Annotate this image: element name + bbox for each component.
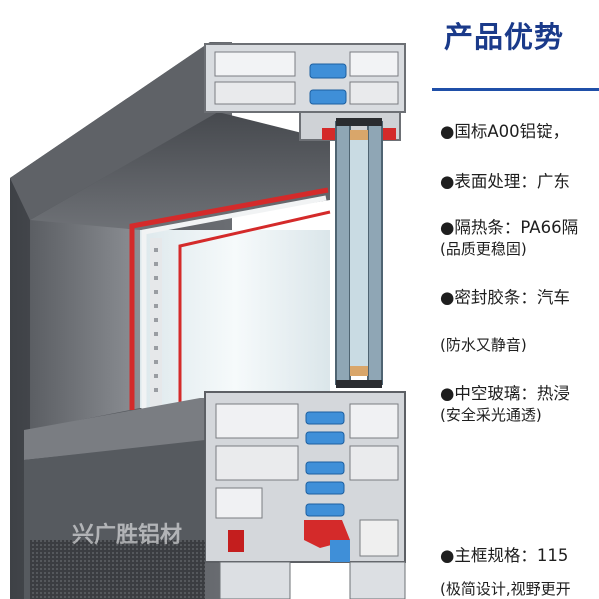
top-profile-section: [204, 43, 406, 141]
feature-aluminium-ingot: ●国标A00铝锭，: [440, 122, 570, 141]
feature-main-frame-note: (极简设计,视野更开: [440, 580, 571, 598]
sealing-strip-red-2: [178, 210, 331, 410]
screen-mesh: [30, 540, 205, 599]
feature-thermal-break-note: (品质更稳固): [440, 240, 527, 258]
feature-insulated-glass-note: (安全采光通透): [440, 406, 542, 424]
feature-thermal-break: ●隔热条：PA66隔: [440, 218, 579, 237]
section-title: 产品优势: [444, 20, 565, 54]
inner-glass-area: [140, 230, 330, 408]
feature-insulated-glass: ●中空玻璃：热浸: [440, 384, 570, 403]
insulated-glass-unit: [335, 118, 383, 388]
feature-main-frame: ●主框规格：115: [440, 546, 569, 565]
feature-sealing-strip: ●密封胶条：汽车: [440, 288, 570, 307]
reinforcement-strip: [150, 238, 162, 408]
feature-panel: 产品优势 ●国标A00铝锭， ●表面处理：广东 ●隔热条：PA66隔 (品质更稳…: [428, 0, 599, 599]
brand-watermark: 兴广胜铝材: [72, 522, 182, 548]
bottom-profile-section: [204, 391, 406, 599]
feature-sealing-strip-note: (防水又静音): [440, 336, 527, 354]
frame-inner-left-wall: [30, 220, 140, 430]
sealing-strip-red: [129, 187, 329, 410]
title-divider: [432, 88, 599, 91]
feature-surface-treatment: ●表面处理：广东: [440, 172, 570, 191]
window-profile-illustration: 兴广胜铝材: [10, 42, 406, 599]
window-profile-drawing: 兴广胜铝材: [10, 42, 406, 599]
